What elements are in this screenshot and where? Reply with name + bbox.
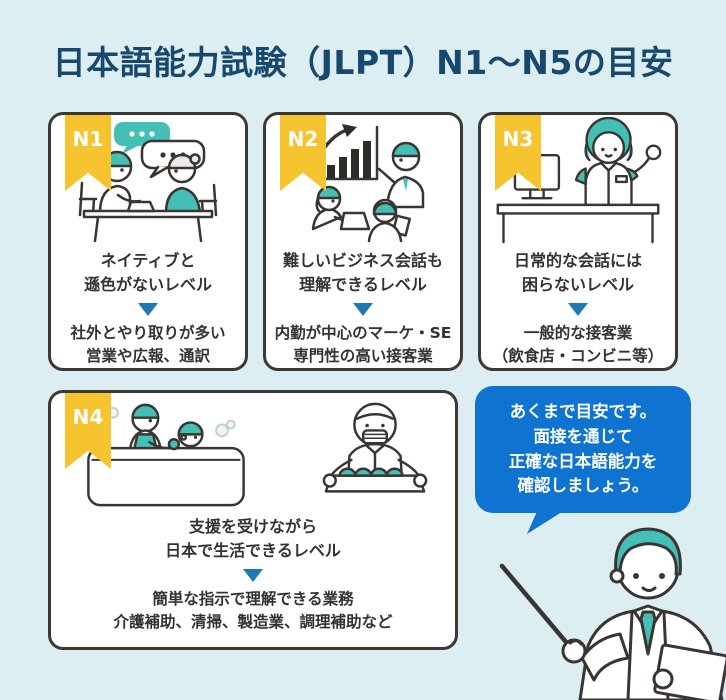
level-badge-label: N2 — [287, 127, 319, 151]
down-triangle-icon — [568, 302, 588, 316]
n3-jobs-text: 一般的な接客業 （飲食店・コンビニ等） — [492, 323, 664, 365]
n2-jobs-text: 内勤が中心のマーケ・SE 専門性の高い接客業 — [274, 323, 452, 365]
note-text: あくまで目安です。 面接を通じて 正確な日本語能力を 確認しましょう。 — [508, 402, 658, 496]
n4-jobs-text: 簡単な指示で理解できる業務 介護補助、清掃、製造業、調理補助など — [113, 590, 393, 632]
n2-meeting-illustration — [266, 117, 460, 245]
note-speech-bubble: あくまで目安です。 面接を通じて 正確な日本語能力を 確認しましょう。 — [475, 386, 691, 534]
card-n4: N4 — [48, 390, 458, 650]
n1-level-text: ネイティブと 遜色がないレベル — [83, 250, 212, 294]
presenter-character-illustration — [486, 516, 726, 700]
down-triangle-icon — [138, 302, 158, 316]
bathing-care-icon — [87, 403, 245, 507]
n3-clerk-illustration — [481, 117, 675, 245]
level-badge-label: N1 — [72, 127, 104, 151]
level-badge-label: N3 — [502, 127, 534, 151]
n4-work-illustrations — [51, 395, 455, 511]
register-clerk-icon — [496, 117, 662, 243]
n2-level-text: 難しいビジネス会話も 理解できるレベル — [282, 250, 443, 294]
down-triangle-icon — [353, 302, 373, 316]
n4-level-text: 支援を受けながら 日本で生活できるレベル — [165, 517, 341, 560]
down-triangle-icon — [243, 569, 263, 582]
food-factory-worker-icon — [322, 402, 428, 493]
level-badge-n2: N2 — [280, 115, 326, 191]
card-n3: N3 — [478, 112, 678, 371]
card-n2: N2 — [263, 112, 463, 371]
level-badge-label: N4 — [72, 405, 104, 429]
card-n1: N1 — [48, 112, 248, 371]
presenter-with-pointer-icon — [499, 527, 726, 700]
n3-level-text: 日常的な会話には 困らないレベル — [513, 250, 642, 294]
n1-jobs-text: 社外とやり取りが多い 営業や広報、通訳 — [70, 323, 226, 365]
page-title: 日本語能力試験（JLPT）N1〜N5の目安 — [52, 43, 674, 82]
growth-chart-meeting-icon — [311, 123, 425, 242]
